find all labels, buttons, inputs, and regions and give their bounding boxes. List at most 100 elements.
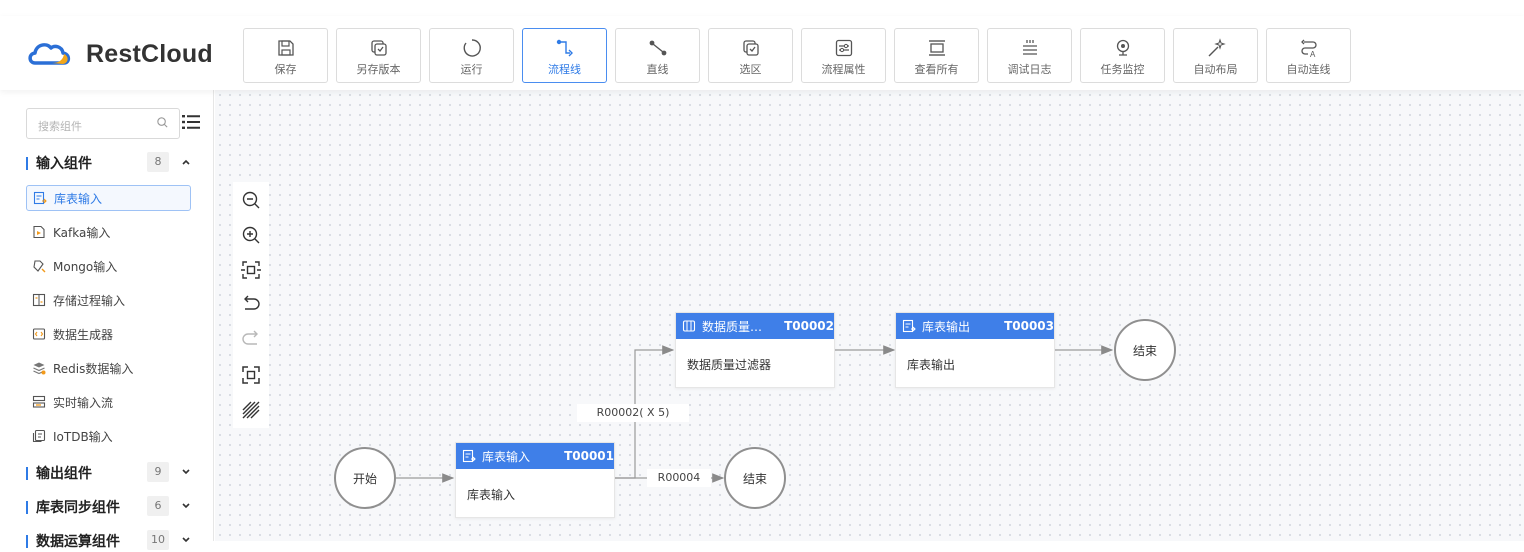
group-marker	[26, 466, 28, 480]
start-node[interactable]: 开始	[334, 447, 396, 509]
flow-properties-label: 流程属性	[821, 63, 866, 76]
group-name: 输出组件	[36, 466, 92, 482]
sidebar-item-mongo-input[interactable]: Mongo输入	[26, 253, 191, 279]
search-placeholder: 搜索组件	[38, 120, 82, 133]
sidebar-item-realtime-stream[interactable]: 实时输入流	[26, 389, 191, 415]
save-version-button[interactable]: 另存版本	[336, 28, 421, 83]
node-body: 数据质量过滤器	[687, 358, 772, 372]
save-label: 保存	[274, 63, 297, 76]
sidebar-item-stored-procedure-input[interactable]: 存储过程输入	[26, 287, 191, 313]
kafka-icon	[32, 225, 46, 239]
task-monitor-button[interactable]: 任务监控	[1080, 28, 1165, 83]
run-label: 运行	[460, 63, 483, 76]
view-all-icon	[926, 37, 948, 59]
flow-line-icon	[554, 37, 576, 59]
cloud-logo-icon	[28, 43, 71, 65]
table-output-icon	[902, 319, 916, 333]
item-label: 实时输入流	[53, 395, 114, 410]
mongo-icon	[32, 259, 46, 273]
flow-node-t00001[interactable]: 库表输入 T00001 库表输入	[455, 442, 615, 518]
fit-view-icon[interactable]	[241, 260, 261, 280]
sidebar-item-iotdb-input[interactable]: IoTDB输入	[26, 423, 191, 449]
edge-label-r00002[interactable]: R00002( X 5)	[577, 404, 689, 422]
flow-properties-icon	[833, 37, 855, 59]
canvas-tools	[233, 182, 269, 428]
node-id: T00002	[784, 319, 834, 333]
straight-line-icon	[647, 37, 669, 59]
chevron-down-icon	[182, 503, 190, 509]
end-node[interactable]: 结束	[1114, 319, 1176, 381]
node-name: 数据质量…	[702, 319, 763, 334]
group-input-components[interactable]: 输入组件 8	[26, 152, 201, 174]
node-name: 库表输入	[482, 449, 531, 464]
view-all-label: 查看所有	[914, 63, 959, 76]
group-name: 库表同步组件	[36, 500, 120, 516]
auto-connect-button[interactable]: A 自动连线	[1266, 28, 1351, 83]
data-generator-icon	[32, 327, 46, 341]
save-version-icon	[368, 37, 390, 59]
sidebar-item-redis-input[interactable]: Redis数据输入	[26, 355, 191, 381]
svg-text:A: A	[1310, 50, 1316, 59]
group-table-sync-components[interactable]: 库表同步组件 6	[26, 496, 201, 518]
zoom-out-icon[interactable]	[241, 190, 261, 210]
flow-node-t00002[interactable]: 数据质量… T00002 数据质量过滤器	[675, 312, 835, 388]
task-monitor-icon	[1112, 37, 1134, 59]
group-marker	[26, 156, 28, 170]
debug-log-icon	[1019, 37, 1041, 59]
straight-line-label: 直线	[646, 63, 669, 76]
app-name: RestCloud	[86, 39, 213, 68]
save-button[interactable]: 保存	[243, 28, 328, 83]
end-node[interactable]: 结束	[724, 447, 786, 509]
zoom-in-icon[interactable]	[241, 225, 261, 245]
undo-icon[interactable]	[241, 295, 261, 315]
item-label: 数据生成器	[53, 327, 114, 342]
item-label: 存储过程输入	[53, 293, 126, 308]
select-area-button[interactable]: 选区	[708, 28, 793, 83]
group-output-components[interactable]: 输出组件 9	[26, 462, 201, 484]
fullscreen-icon[interactable]	[241, 365, 261, 385]
view-all-button[interactable]: 查看所有	[894, 28, 979, 83]
table-input-icon	[33, 191, 47, 205]
redis-icon	[32, 361, 46, 375]
run-button[interactable]: 运行	[429, 28, 514, 83]
group-marker	[26, 534, 28, 548]
group-name: 输入组件	[36, 156, 92, 172]
chevron-down-icon	[182, 537, 190, 543]
iotdb-icon	[32, 429, 46, 443]
logo: RestCloud	[26, 36, 213, 72]
redo-icon[interactable]	[241, 330, 261, 350]
save-icon	[275, 37, 297, 59]
straight-line-button[interactable]: 直线	[615, 28, 700, 83]
node-body: 库表输出	[907, 358, 956, 372]
grid-pattern-icon[interactable]	[241, 400, 261, 420]
item-label: IoTDB输入	[53, 429, 113, 444]
flow-canvas[interactable]: R00002( X 5) R00004 开始 结束 结束 库表输入 T00001…	[215, 90, 1524, 541]
select-area-icon	[740, 37, 762, 59]
auto-connect-label: 自动连线	[1286, 63, 1331, 76]
edge-label-r00004[interactable]: R00004	[647, 469, 711, 487]
quality-filter-icon	[682, 320, 696, 332]
item-label: Kafka输入	[53, 225, 111, 240]
list-view-icon[interactable]	[181, 112, 201, 132]
search-input[interactable]: 搜索组件	[26, 108, 180, 139]
debug-log-label: 调试日志	[1007, 63, 1052, 76]
node-id: T00001	[564, 449, 614, 463]
sidebar-item-data-generator[interactable]: 数据生成器	[26, 321, 191, 347]
sidebar-item-table-input[interactable]: 库表输入	[26, 185, 191, 211]
debug-log-button[interactable]: 调试日志	[987, 28, 1072, 83]
node-header: 库表输入 T00001	[456, 443, 614, 469]
save-version-label: 另存版本	[356, 63, 401, 76]
group-count: 9	[147, 462, 169, 482]
group-marker	[26, 500, 28, 514]
flow-connectors	[396, 345, 1114, 483]
sidebar-item-kafka-input[interactable]: Kafka输入	[26, 219, 191, 245]
group-data-compute-components[interactable]: 数据运算组件 10	[26, 530, 201, 552]
auto-layout-button[interactable]: 自动布局	[1173, 28, 1258, 83]
run-icon	[461, 37, 483, 59]
flow-line-button[interactable]: 流程线	[522, 28, 607, 83]
group-count: 6	[147, 496, 169, 516]
flow-properties-button[interactable]: 流程属性	[801, 28, 886, 83]
component-sidebar: 搜索组件 输入组件 8 库表输入 Kafka输入 Mongo输入 存储过程输入	[0, 90, 214, 550]
flow-node-t00003[interactable]: 库表输出 T00003 库表输出	[895, 312, 1055, 388]
